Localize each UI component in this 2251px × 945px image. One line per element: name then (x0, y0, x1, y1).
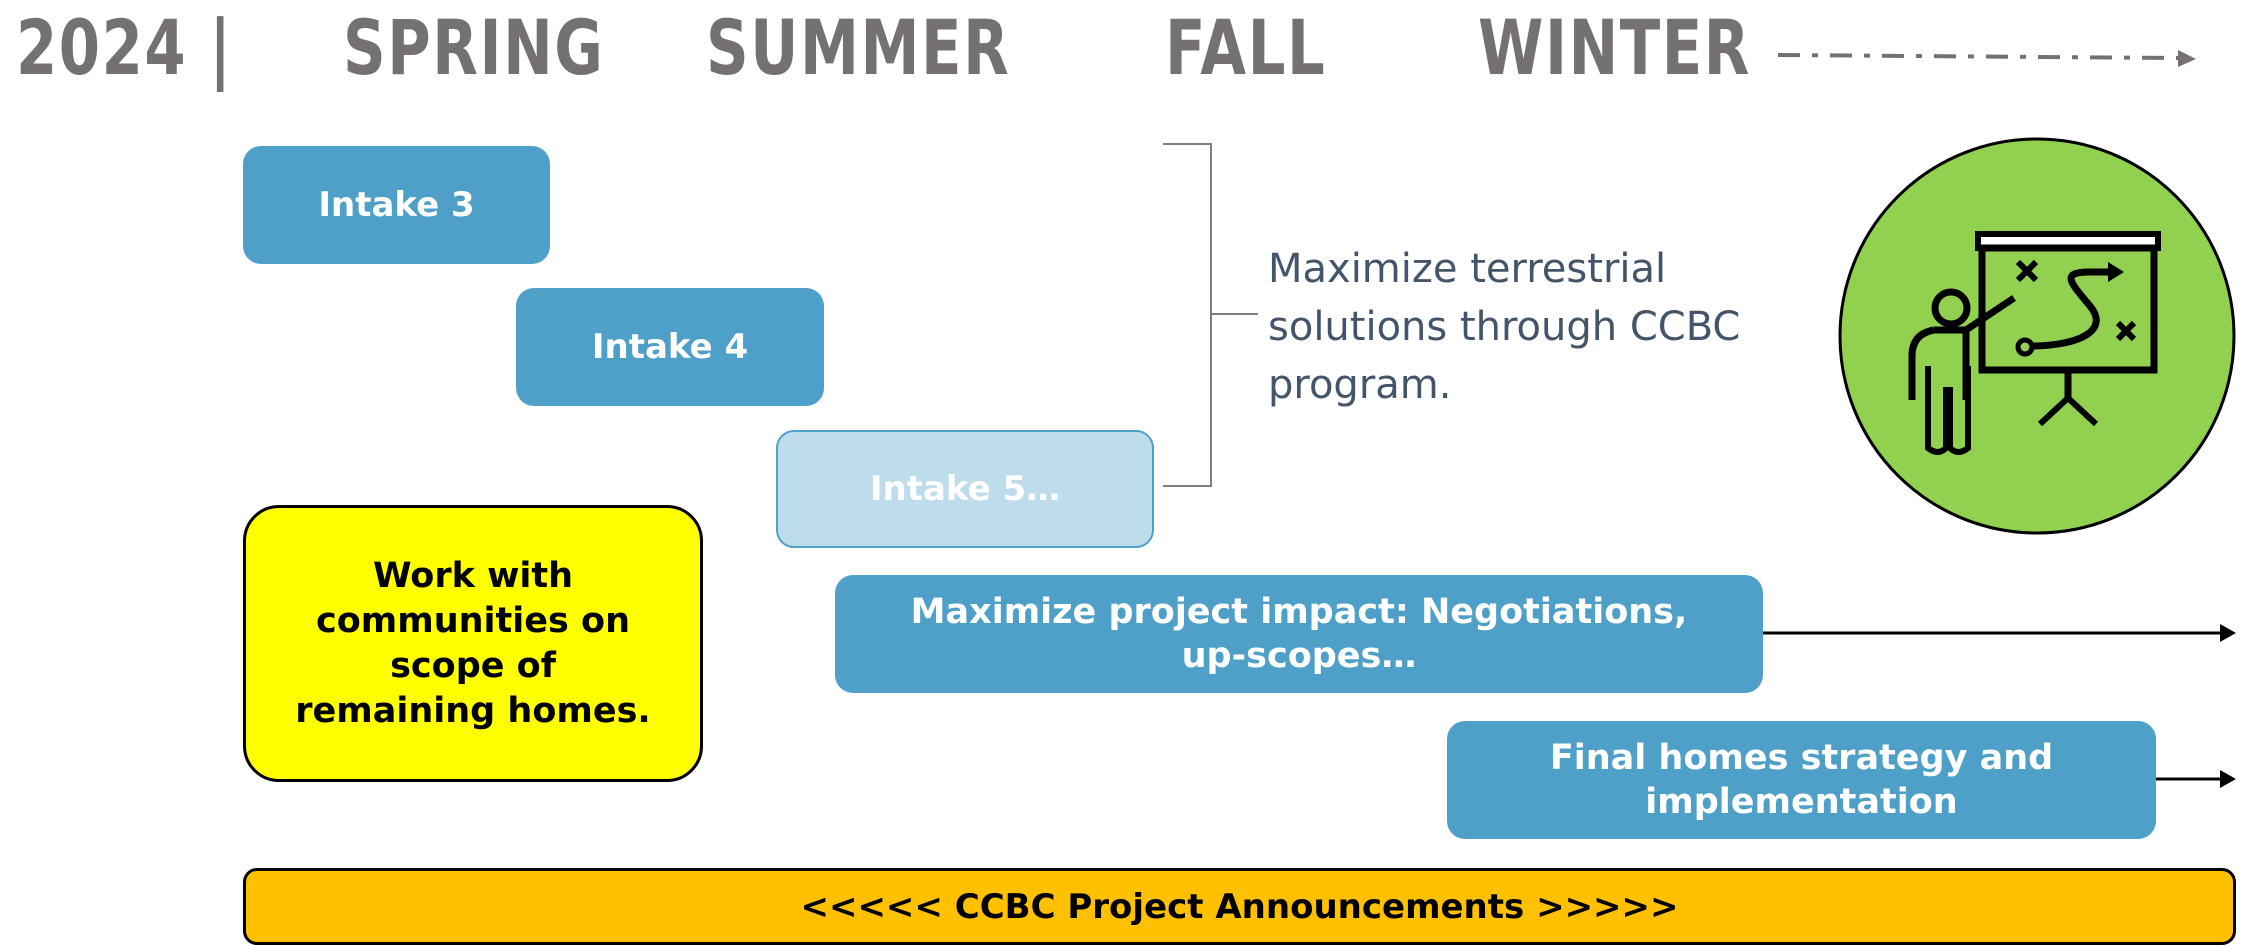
communities-box: Work with communities on scope of remain… (243, 505, 703, 782)
intake-bracket (1163, 143, 1212, 487)
intake-3-box: Intake 3 (243, 146, 550, 264)
season-fall: Fall (1165, 3, 1327, 92)
project-impact-box: Maximize project impact: Negotiations, u… (835, 575, 1763, 693)
season-winter: Winter (1478, 3, 1751, 92)
impact-arrow (1762, 624, 2236, 642)
intake-4-box: Intake 4 (516, 288, 824, 406)
final-homes-box: Final homes strategy and implementation (1447, 721, 2156, 839)
season-spring: Spring (343, 3, 605, 92)
year-label: 2024 | (16, 3, 233, 92)
intake-5-box: Intake 5… (776, 430, 1154, 548)
final-homes-arrow (2156, 770, 2236, 788)
season-summer: Summer (706, 3, 1011, 92)
timeline-arrow (1777, 50, 2196, 67)
strategy-icon (1838, 137, 2236, 535)
announcements-bar: <<<<< CCBC Project Announcements >>>>> (243, 868, 2236, 945)
terrestrial-note: Maximize terrestrial solutions through C… (1268, 246, 1741, 408)
